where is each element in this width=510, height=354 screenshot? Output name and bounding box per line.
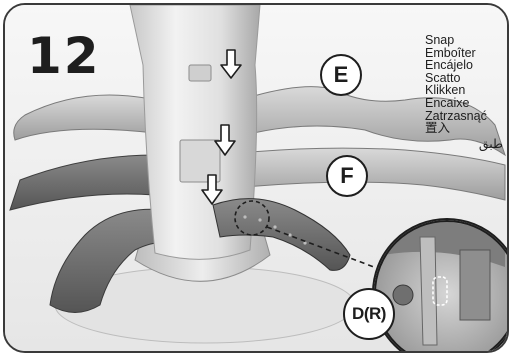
instruction-en: Snap bbox=[425, 34, 505, 47]
part-label-d: D(R) bbox=[343, 288, 395, 340]
instruction-panel: 12 Snap Emboîter Encájelo Scatto Klikken… bbox=[3, 3, 509, 353]
part-label-f: F bbox=[326, 155, 368, 197]
instruction-es: Encájelo bbox=[425, 59, 505, 72]
instruction-zh: 置入 bbox=[425, 122, 505, 135]
step-number: 12 bbox=[27, 31, 101, 81]
part-label-e: E bbox=[320, 54, 362, 96]
instruction-ar: طبق bbox=[425, 138, 505, 151]
instruction-text: Snap Emboîter Encájelo Scatto Klikken En… bbox=[425, 34, 505, 150]
instruction-pt: Encaixe bbox=[425, 97, 505, 110]
